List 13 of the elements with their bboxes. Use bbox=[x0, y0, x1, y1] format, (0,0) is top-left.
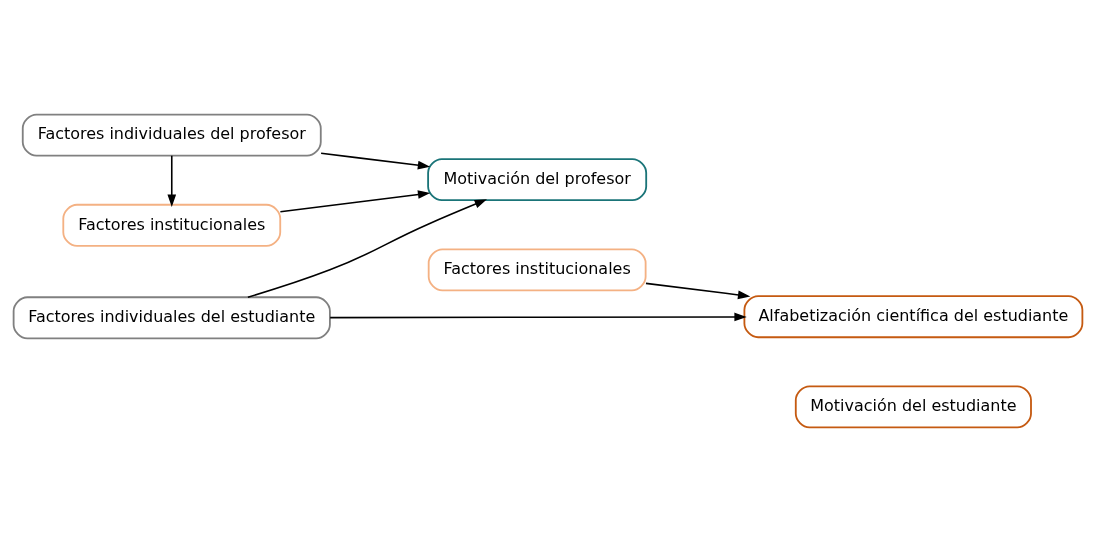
arrow bbox=[279, 189, 431, 213]
node-box: Factores institucionales bbox=[62, 203, 282, 247]
node-box: Factores institucionales bbox=[427, 247, 647, 291]
arrow bbox=[167, 154, 177, 207]
node-box: Motivación del estudiante bbox=[794, 384, 1032, 428]
node-box: Alfabetización científica del estudiante bbox=[743, 294, 1084, 338]
arrow bbox=[329, 312, 747, 321]
node-box: Motivación del profesor bbox=[427, 157, 648, 201]
arrow bbox=[247, 198, 487, 298]
arrow bbox=[645, 282, 751, 299]
node-box: Factores individuales del estudiante bbox=[12, 295, 331, 339]
node-box: Factores individuales del profesor bbox=[21, 113, 322, 157]
arrow bbox=[320, 152, 431, 169]
